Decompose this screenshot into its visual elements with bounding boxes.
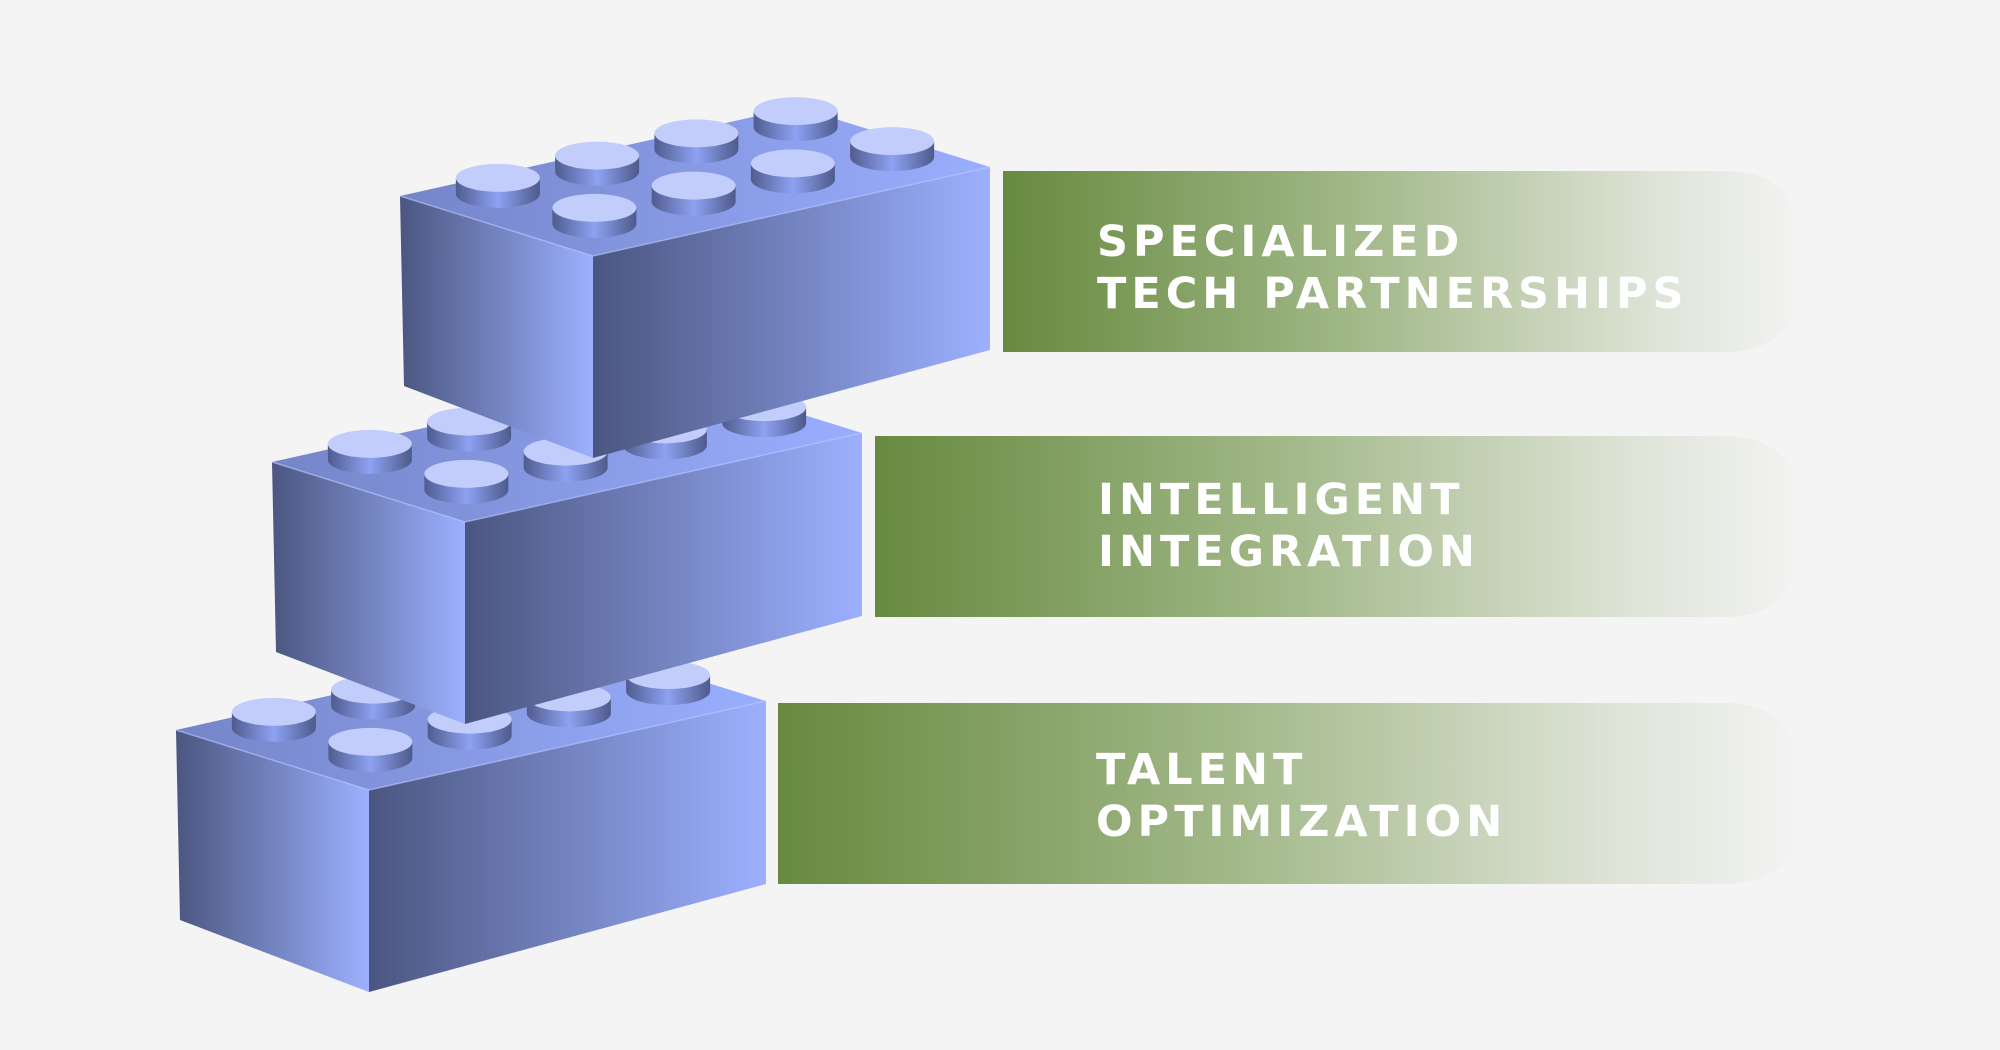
- label-banners: [778, 171, 1805, 884]
- label-specialized-tech-partnerships: SPECIALIZED TECH PARTNERSHIPS: [1097, 216, 1689, 320]
- brick-stud: [651, 171, 736, 216]
- brick-stud: [555, 141, 640, 186]
- label-talent-optimization: TALENT OPTIMIZATION: [1096, 744, 1507, 848]
- brick-left-face: [400, 196, 593, 458]
- brick-front-face: [369, 701, 766, 992]
- brick-stud: [328, 727, 413, 772]
- label-intelligent-integration: INTELLIGENT INTEGRATION: [1098, 474, 1480, 578]
- brick-stud: [231, 697, 316, 742]
- label-line: SPECIALIZED: [1097, 217, 1465, 267]
- brick-stud: [750, 149, 835, 194]
- brick-stud: [654, 119, 739, 164]
- brick-front-face: [465, 433, 862, 724]
- brick-0: [399, 97, 991, 458]
- banner-0: [1003, 171, 1805, 352]
- label-line: INTELLIGENT: [1098, 475, 1465, 525]
- brick-left-face: [176, 730, 369, 992]
- label-line: TECH PARTNERSHIPS: [1097, 269, 1689, 319]
- banner-2: [778, 703, 1805, 884]
- brick-stack: [175, 97, 991, 992]
- brick-left-face: [272, 462, 465, 724]
- brick-stud: [850, 127, 935, 172]
- brick-stud: [753, 97, 838, 142]
- brick-stud: [455, 163, 540, 208]
- brick-front-face: [593, 167, 990, 458]
- label-line: TALENT: [1096, 745, 1308, 795]
- brick-stud: [327, 429, 412, 474]
- brick-stud: [552, 193, 637, 238]
- brick-stud: [424, 459, 509, 504]
- banner-1: [875, 436, 1805, 617]
- label-line: INTEGRATION: [1098, 527, 1480, 577]
- label-line: OPTIMIZATION: [1096, 797, 1508, 847]
